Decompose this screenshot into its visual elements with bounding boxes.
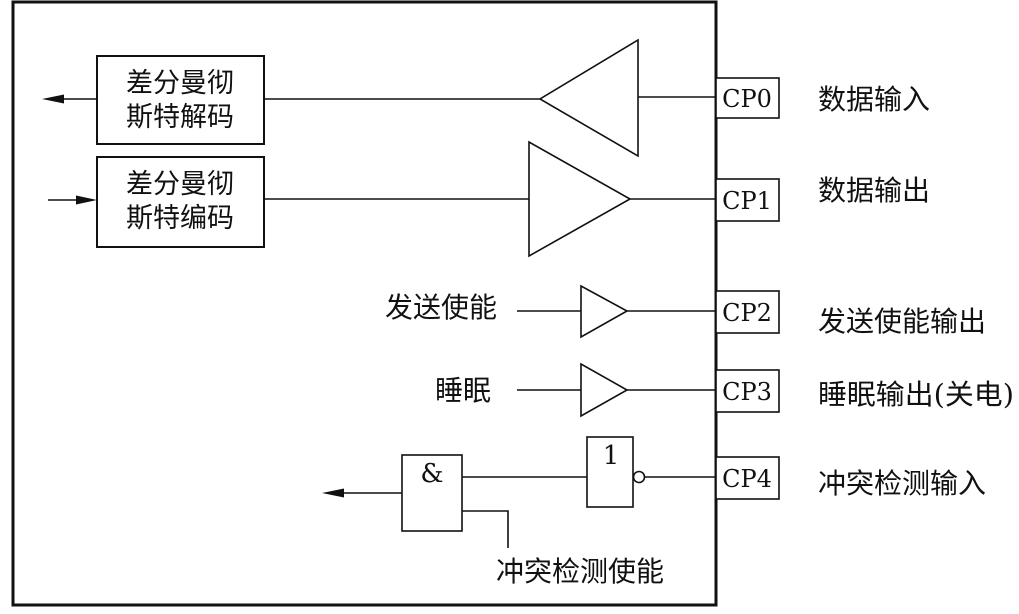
sleep-buffer-triangle xyxy=(580,362,629,418)
sleep-label: 睡眠 xyxy=(435,374,491,407)
pin-cp3-label: CP3 xyxy=(722,378,772,406)
encoder-input-arrow xyxy=(76,195,97,205)
pin-cp4 xyxy=(715,456,780,500)
cp1-signal-label: 数据输出 xyxy=(818,174,930,207)
encoder-block xyxy=(96,156,265,248)
encoder-label-line1: 差分曼彻 xyxy=(126,169,234,200)
pin-cp3 xyxy=(715,369,780,413)
pin-cp1 xyxy=(715,178,780,222)
pin-cp4-label: CP4 xyxy=(722,465,772,493)
chip-boundary xyxy=(11,0,718,607)
not-gate-inversion-bubble xyxy=(632,470,646,484)
transmit-buffer-triangle xyxy=(528,140,632,258)
collision-enable-line xyxy=(462,510,509,548)
pin-cp2-label: CP2 xyxy=(722,299,772,327)
tx-enable-label: 发送使能 xyxy=(385,291,497,324)
decoder-output-arrow xyxy=(42,94,64,104)
pin-cp0 xyxy=(715,77,780,119)
cp3-signal-label: 睡眠输出(关电) xyxy=(818,378,1014,411)
pin-cp0-label: CP0 xyxy=(722,85,772,113)
collision-enable-label: 冲突检测使能 xyxy=(496,555,664,588)
not-gate xyxy=(586,436,634,508)
receive-buffer-triangle xyxy=(538,38,639,158)
decoder-block xyxy=(96,55,265,145)
decoder-label-line1: 差分曼彻 xyxy=(126,68,234,99)
and-output-arrow xyxy=(322,488,344,498)
pin-cp1-label: CP1 xyxy=(722,187,772,215)
cp4-signal-label: 冲突检测输入 xyxy=(818,467,986,500)
decoder-label-line2: 斯特解码 xyxy=(126,102,234,133)
pin-cp2 xyxy=(715,290,780,334)
and-gate-symbol: & xyxy=(420,459,443,489)
cp0-signal-label: 数据输入 xyxy=(818,83,930,116)
cp2-signal-label: 发送使能输出 xyxy=(818,305,986,338)
tx-enable-buffer-triangle xyxy=(580,284,629,339)
not-gate-symbol: 1 xyxy=(603,441,620,471)
encoder-label-line2: 斯特编码 xyxy=(126,203,234,234)
